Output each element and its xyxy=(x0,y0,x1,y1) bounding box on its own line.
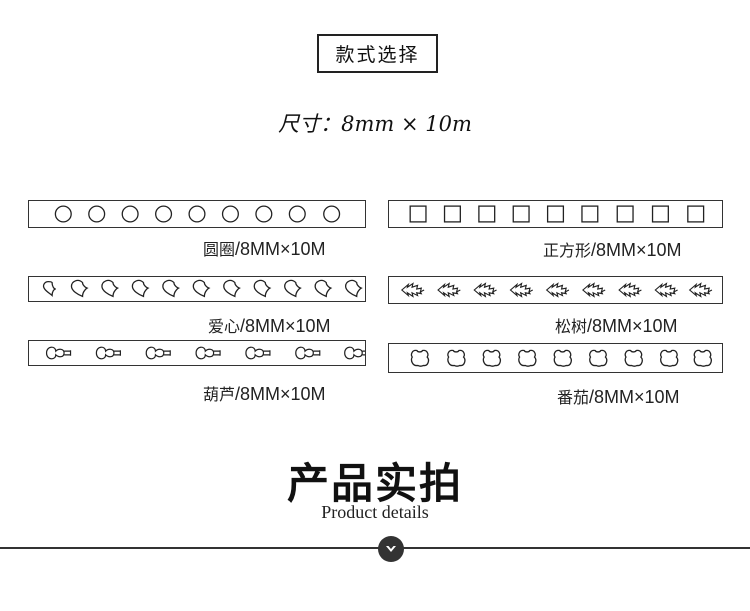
tomato-shape xyxy=(518,349,537,367)
gourd-shape xyxy=(45,346,72,360)
caption-name: 爱心 xyxy=(208,317,241,336)
pine-tree-shape xyxy=(618,282,642,298)
caption-circle: 圆圈/8MM×10M xyxy=(203,236,326,260)
pine-tree-shape xyxy=(509,282,534,298)
gourd-shape xyxy=(95,346,121,360)
pine-tree-shape xyxy=(654,282,679,298)
caption-spec: /8MM×10M xyxy=(240,316,331,336)
product-title: 产品实拍 xyxy=(286,459,463,508)
tomato-shape xyxy=(553,349,572,367)
heart-shape xyxy=(344,279,362,298)
square-shape xyxy=(443,205,461,223)
square-shape xyxy=(546,205,565,223)
tomato-shape xyxy=(660,349,679,367)
circle-shape xyxy=(88,205,106,223)
tomato-shape xyxy=(482,349,502,367)
section-divider xyxy=(0,547,750,549)
caption-pine: 松树/8MM×10M xyxy=(555,313,678,337)
size-text: 尺寸：8mm × 10m xyxy=(278,112,472,136)
heart-shape xyxy=(101,279,119,298)
caption-spec: /8MM×10M xyxy=(589,387,680,407)
heart-shape xyxy=(42,280,56,298)
caption-spec: /8MM×10M xyxy=(591,240,682,260)
caption-heart: 爱心/8MM×10M xyxy=(208,313,331,337)
chevron-down-glyph xyxy=(386,546,396,552)
strip-circle xyxy=(28,200,366,228)
chevron-down-icon[interactable] xyxy=(378,536,404,562)
heart-shape xyxy=(162,279,180,298)
square-shape xyxy=(512,205,530,223)
circle-shape xyxy=(221,205,239,223)
heart-shape xyxy=(70,279,88,298)
caption-spec: /8MM×10M xyxy=(235,384,326,404)
caption-tomato: 番茄/8MM×10M xyxy=(557,384,680,408)
circle-shape xyxy=(255,205,273,223)
square-shape xyxy=(478,205,496,223)
pine-tree-shape xyxy=(437,282,461,298)
pine-tree-shape xyxy=(546,282,570,298)
circle-shape xyxy=(323,205,341,223)
square-shape xyxy=(409,205,427,223)
tomato-shape xyxy=(410,349,430,367)
pine-tree-shape xyxy=(689,282,713,298)
heart-shape xyxy=(253,279,271,298)
caption-gourd: 葫芦/8MM×10M xyxy=(203,381,326,405)
caption-spec: /8MM×10M xyxy=(587,316,678,336)
square-shape xyxy=(651,205,669,223)
circle-shape xyxy=(188,205,206,223)
tomato-shape xyxy=(447,349,466,367)
tomato-shape xyxy=(624,349,643,367)
tomato-shape xyxy=(589,349,608,367)
heart-shape xyxy=(223,279,241,298)
heart-shape xyxy=(192,279,210,298)
gourd-shape xyxy=(145,346,171,360)
tomato-shape xyxy=(693,349,712,367)
heart-shape xyxy=(284,279,302,298)
square-shape xyxy=(687,205,705,223)
caption-square: 正方形/8MM×10M xyxy=(543,237,682,261)
circle-shape xyxy=(155,205,173,223)
strip-heart xyxy=(28,276,366,302)
circle-shape xyxy=(121,205,139,223)
circle-shape xyxy=(288,205,306,223)
pine-tree-shape xyxy=(401,282,425,298)
pine-tree-shape xyxy=(473,282,498,298)
square-shape xyxy=(616,205,634,223)
heart-shape xyxy=(131,279,149,298)
circle-shape xyxy=(54,205,72,223)
heart-shape xyxy=(314,279,332,298)
strip-gourd xyxy=(28,340,366,366)
square-shape xyxy=(581,205,599,223)
strip-pine xyxy=(388,276,723,304)
caption-name: 正方形 xyxy=(543,241,592,260)
strip-tomato xyxy=(388,343,723,373)
caption-name: 葫芦 xyxy=(203,385,236,404)
gourd-shape xyxy=(245,346,271,360)
gourd-shape xyxy=(344,346,365,360)
gourd-shape xyxy=(195,346,221,360)
pine-tree-shape xyxy=(582,282,606,298)
caption-name: 圆圈 xyxy=(203,240,236,259)
caption-name: 松树 xyxy=(555,317,588,336)
caption-spec: /8MM×10M xyxy=(235,239,326,259)
gourd-shape xyxy=(295,346,321,360)
section-title: 款式选择 xyxy=(317,34,438,73)
product-subtitle: Product details xyxy=(321,502,429,522)
strip-square xyxy=(388,200,723,228)
caption-name: 番茄 xyxy=(557,388,590,407)
